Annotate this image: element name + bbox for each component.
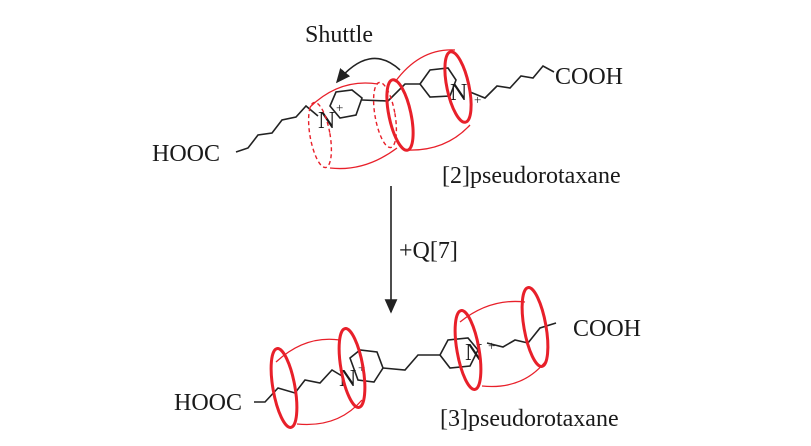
vinylene-bond (361, 83, 420, 102)
top-molecule: Shuttle HOOC N + N + COOH [2]pseudoro (152, 22, 623, 189)
name-3-pseudorotaxane: [3]pseudorotaxane (440, 406, 619, 432)
charge-left-top: + (336, 100, 343, 115)
cooh-label-bottom: COOH (573, 316, 641, 342)
cucurbituril-ring-dashed (307, 81, 398, 170)
alkyl-chain-left (235, 104, 319, 153)
name-2-pseudorotaxane: [2]pseudorotaxane (442, 163, 621, 189)
reagent-label: +Q[7] (399, 238, 458, 264)
shuttle-arrow (335, 57, 401, 84)
charge-right-bottom: + (488, 338, 495, 353)
shuttle-label: Shuttle (305, 22, 373, 48)
alkyl-chain-left-bottom (254, 368, 343, 403)
hooc-label-top: HOOC (152, 141, 220, 167)
pyridinium-ring-right (419, 67, 457, 98)
charge-right-top: + (474, 92, 481, 107)
n-right-top: N (450, 80, 467, 106)
bottom-molecule: HOOC N + N + COOH [3]pseudorotaxane (174, 286, 641, 432)
n-left-top: N (318, 108, 335, 134)
cucurbituril-ring-bottom-left (269, 327, 367, 429)
vinylene-bond-bottom (382, 354, 440, 371)
cooh-label-top: COOH (555, 64, 623, 90)
alkyl-chain-right-bottom (486, 322, 557, 348)
hooc-label-bottom: HOOC (174, 390, 242, 416)
cucurbituril-ring-bottom-right (453, 286, 550, 391)
alkyl-chain-right (469, 64, 555, 99)
pyridinium-ring-left (329, 89, 363, 119)
cucurbituril-ring-top (385, 49, 473, 152)
